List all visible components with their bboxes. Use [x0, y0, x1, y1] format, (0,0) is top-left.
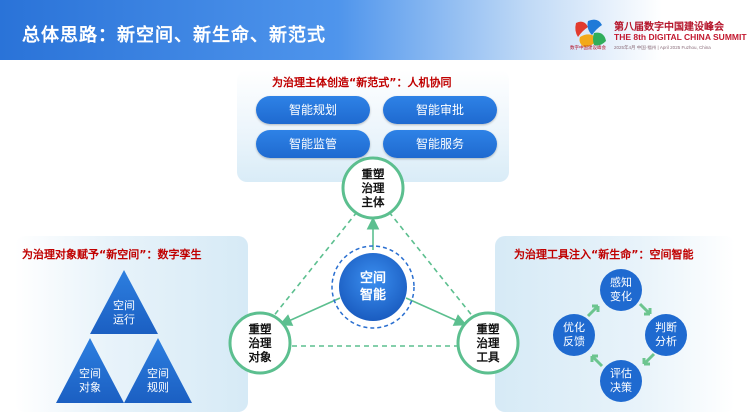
triangle-space-operation	[90, 270, 158, 334]
node-object	[228, 311, 292, 375]
triangle-space-object-label: 空间 对象	[79, 367, 101, 394]
triangle-space-object	[56, 338, 124, 403]
pill-smart-approval: 智能审批	[383, 96, 497, 124]
triangle-space-rule-label: 空间 规则	[147, 367, 169, 394]
arrow-to-right	[405, 297, 467, 326]
node-tool-label: 重塑 治理 工具	[476, 322, 500, 364]
node-subject-label: 重塑 治理 主体	[361, 167, 385, 209]
top-panel-title: 为治理主体创造“新范式”：人机协同	[272, 76, 452, 89]
center-circle	[339, 253, 407, 321]
cycle-decide-label: 评估 决策	[610, 367, 632, 394]
cycle-feedback	[553, 314, 595, 356]
cycle-arrow-3	[590, 354, 604, 368]
triangle-space-rule	[124, 338, 192, 403]
triangle-space-operation-label: 空间 运行	[113, 299, 135, 326]
node-subject	[341, 156, 405, 220]
summit-subtitle: 2025年4月 中国·福州 | April 2025 Fuzhou, China	[614, 45, 711, 50]
pill-smart-supervision: 智能监管	[256, 130, 370, 158]
summit-name-en: THE 8th DIGITAL CHINA SUMMIT	[614, 32, 747, 42]
cycle-analyze-label: 判断 分析	[655, 321, 677, 348]
pill-smart-service: 智能服务	[383, 130, 497, 158]
cycle-perceive	[600, 269, 642, 311]
summit-logo: 数字中国建设峰会 第八届数字中国建设峰会 THE 8th DIGITAL CHI…	[570, 12, 750, 56]
node-tool	[456, 311, 520, 375]
cycle-decide	[600, 360, 642, 402]
edge-top-left	[271, 211, 358, 319]
cycle-arrow-1	[638, 302, 652, 316]
page-title: 总体思路：新空间、新生命、新范式	[22, 25, 326, 46]
pill-smart-planning: 智能规划	[256, 96, 370, 124]
cycle-perceive-label: 感知 变化	[610, 276, 632, 303]
digital-china-logo-icon	[575, 19, 606, 47]
summit-name-cn: 第八届数字中国建设峰会	[614, 22, 724, 33]
left-panel-title: 为治理对象赋予“新空间”：数字孪生	[22, 248, 202, 261]
center-label: 空间 智能	[359, 271, 386, 303]
cycle-analyze	[645, 314, 687, 356]
edge-top-right	[388, 211, 475, 319]
cycle-arrow-2	[642, 352, 656, 366]
cycle-feedback-label: 优化 反馈	[563, 321, 585, 348]
right-panel-title: 为治理工具注入“新生命”：空间智能	[514, 248, 694, 261]
header-banner: 总体思路：新空间、新生命、新范式 数字中国建设峰会 第八届数字中国建设峰会 TH…	[0, 0, 752, 60]
center-outer-ring	[331, 245, 415, 329]
arrow-to-left	[279, 297, 341, 326]
cycle-arrow-4	[586, 304, 600, 318]
node-object-label: 重塑 治理 对象	[248, 322, 272, 364]
